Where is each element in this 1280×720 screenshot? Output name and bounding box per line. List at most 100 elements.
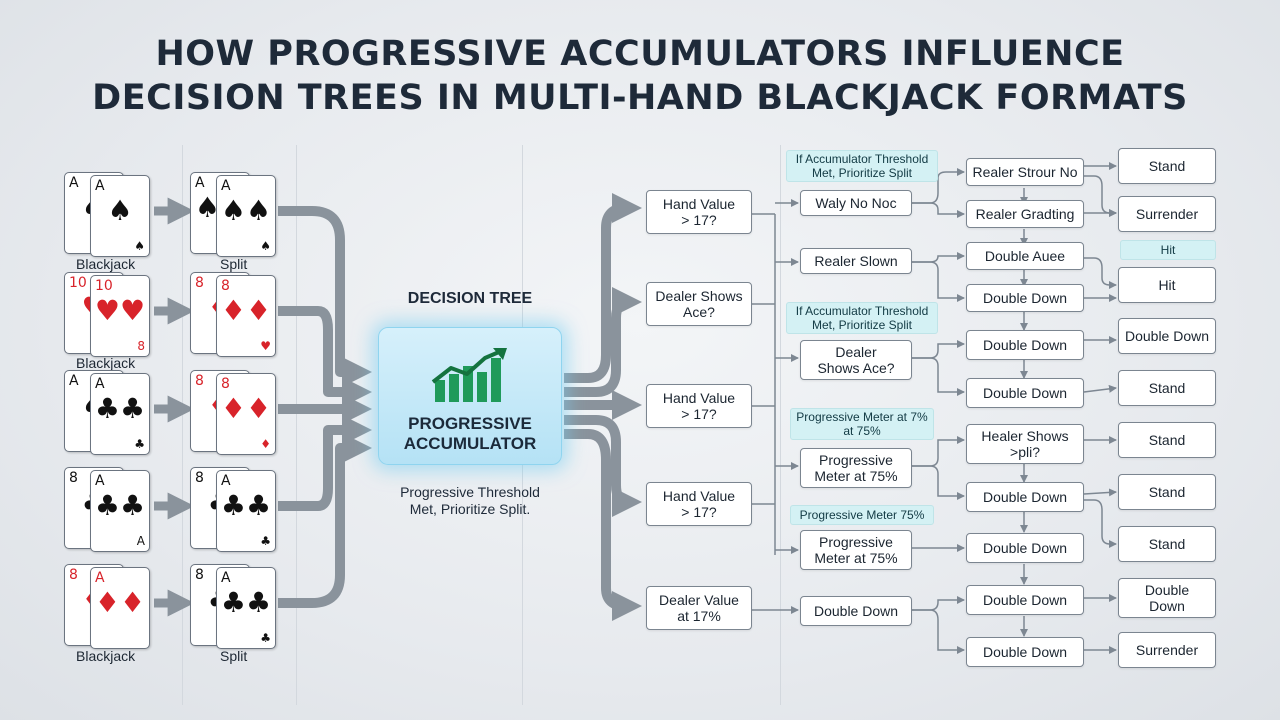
node-line-1: Stand xyxy=(1148,158,1186,174)
accumulator-caption: Progressive Threshold Met, Prioritize Sp… xyxy=(372,484,568,518)
note-line-2: at 75% xyxy=(843,424,881,438)
hand-label: Blackjack xyxy=(76,355,136,371)
card-rank: 8 xyxy=(195,275,204,291)
card-suit-icon: ♣♣ xyxy=(220,489,272,522)
node-line-1: Surrender xyxy=(1135,642,1199,658)
node-line-1: Double Down xyxy=(982,385,1068,401)
playing-card: A ♣♣ ♣ xyxy=(90,373,150,455)
decision-node-level2: Realer Slown xyxy=(800,248,912,274)
decision-node-level3: Double Down xyxy=(966,284,1084,312)
outcome-node: Hit xyxy=(1118,267,1216,303)
card-rank: A xyxy=(69,373,79,389)
node-line-1: Healer Shows xyxy=(981,428,1069,444)
node-line-1: Double Down xyxy=(813,603,899,619)
node-line-1: Stand xyxy=(1148,536,1186,552)
decision-node-level3: Double Down xyxy=(966,378,1084,408)
card-corner-suit: ♣ xyxy=(134,437,145,451)
node-line-1: Stand xyxy=(1148,380,1186,396)
node-line-1: Waly No Noc xyxy=(815,195,897,211)
flow-arrow xyxy=(564,193,642,383)
outcome-node: Surrender xyxy=(1118,196,1216,232)
decision-node-level1: Hand Value> 17? xyxy=(646,384,752,428)
flow-arrow xyxy=(278,206,372,387)
playing-card: A ♣♣ ♣ xyxy=(216,470,276,552)
card-rank: A xyxy=(95,570,105,586)
decision-node-level3: Double Down xyxy=(966,330,1084,360)
card-corner-suit: 8 xyxy=(137,339,145,353)
node-line-1: Progressive xyxy=(819,452,893,468)
note-line-1: Hit xyxy=(1160,243,1176,257)
column-divider xyxy=(296,145,297,705)
decision-node-level3: Double Auee xyxy=(966,242,1084,270)
accumulator-caption-line-1: Progressive Threshold xyxy=(400,484,540,500)
card-rank: A xyxy=(221,473,231,489)
title-line-1: HOW PROGRESSIVE ACCUMULATORS INFLUENCE xyxy=(155,34,1125,74)
decision-node-level3: Realer Gradting xyxy=(966,200,1084,228)
note-line-1: If Accumulator Threshold xyxy=(795,152,929,166)
card-rank: 8 xyxy=(69,567,78,583)
decision-node-level1: Hand Value> 17? xyxy=(646,482,752,526)
decision-node-level1: Hand Value> 17? xyxy=(646,190,752,234)
column-divider xyxy=(780,145,781,705)
node-line-2: Ace? xyxy=(683,304,715,320)
card-corner-suit: A xyxy=(136,534,145,548)
column-divider xyxy=(182,145,183,705)
decision-node-level3: Healer Shows>pli? xyxy=(966,424,1084,464)
flow-arrow xyxy=(564,429,642,621)
card-corner-suit: ♥ xyxy=(260,339,271,353)
note-line-1: Progressive Meter at 7% xyxy=(796,410,928,424)
card-rank: A xyxy=(221,570,231,586)
node-line-1: Double Down xyxy=(982,540,1068,556)
card-rank: A xyxy=(195,175,205,191)
note-line-2: Met, Prioritize Split xyxy=(811,318,912,332)
flow-arrow xyxy=(564,287,642,397)
card-suit-icon: ♦♦ xyxy=(94,586,146,619)
card-suit-icon: ♠ xyxy=(107,194,133,227)
node-line-1: Double xyxy=(1144,582,1190,598)
decision-node-level3: Double Down xyxy=(966,533,1084,563)
card-suit-icon: ♣♣ xyxy=(94,392,146,425)
node-line-1: Double Down xyxy=(982,644,1068,660)
playing-card: A ♣♣ A xyxy=(90,470,150,552)
playing-card: 10 ♥♥ 8 xyxy=(90,275,150,357)
accumulator-title: PROGRESSIVE ACCUMULATOR xyxy=(379,414,561,454)
node-line-1: Surrender xyxy=(1135,206,1199,222)
flow-arrow xyxy=(278,306,372,407)
hand-label: Blackjack xyxy=(76,256,136,272)
playing-card: A ♣♣ ♣ xyxy=(216,567,276,649)
node-line-2: > 17? xyxy=(681,212,717,228)
card-rank: 8 xyxy=(221,376,230,392)
card-corner-suit: ♣ xyxy=(260,534,271,548)
note-line-1: Progressive Meter 75% xyxy=(799,508,925,522)
decision-node-level3: Realer Strour No xyxy=(966,158,1084,186)
node-line-2: Shows Ace? xyxy=(817,360,895,376)
node-line-2: Meter at 75% xyxy=(814,468,898,484)
card-rank: A xyxy=(95,178,105,194)
hands-to-accumulator-arrows xyxy=(278,206,372,608)
accumulator-caption-line-2: Met, Prioritize Split. xyxy=(409,501,531,517)
node-line-2: > 17? xyxy=(681,406,717,422)
outcome-node: Stand xyxy=(1118,148,1216,184)
node-line-2: >pli? xyxy=(1010,444,1040,460)
node-line-1: Realer Strour No xyxy=(972,164,1078,180)
card-corner-suit: ♠ xyxy=(134,239,145,253)
outcome-node: Stand xyxy=(1118,422,1216,458)
node-line-1: Stand xyxy=(1148,484,1186,500)
decision-node-level3: Double Down xyxy=(966,482,1084,512)
hand-label: Split xyxy=(220,256,248,272)
node-line-1: Double Down xyxy=(982,489,1068,505)
outcome-node: Stand xyxy=(1118,474,1216,510)
node-line-1: Hand Value xyxy=(662,390,736,406)
accumulator-title-line-2: ACCUMULATOR xyxy=(403,434,537,453)
node-line-1: Hand Value xyxy=(662,196,736,212)
node-line-1: Double Down xyxy=(982,290,1068,306)
node-line-1: Double Down xyxy=(982,592,1068,608)
decision-node-level3: Double Down xyxy=(966,585,1084,615)
